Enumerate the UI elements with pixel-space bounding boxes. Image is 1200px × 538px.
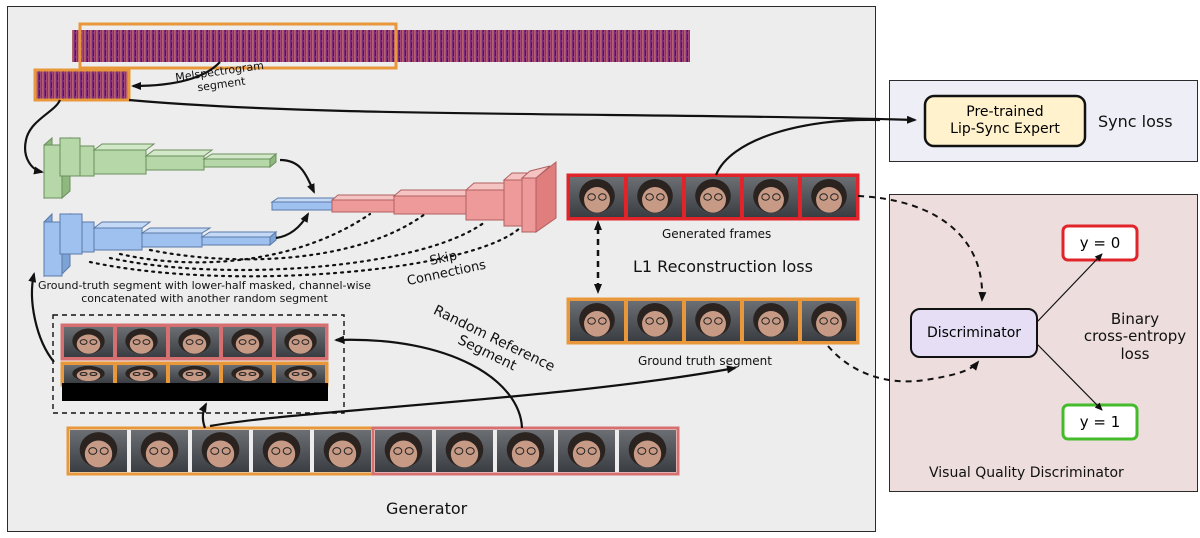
input-stack-box: [52, 314, 345, 414]
face-frame: [626, 299, 684, 343]
input-caption: Ground-truth segment with lower-half mas…: [38, 279, 372, 305]
face-frame: [192, 430, 249, 472]
masked-frames-strip: [60, 361, 329, 387]
audio-encoder: [43, 136, 278, 200]
face-frame: [436, 430, 493, 472]
face-frame: [742, 299, 800, 343]
face-frame: [568, 299, 626, 343]
face-frame: [375, 430, 432, 472]
face-frame: [558, 430, 615, 472]
sync-loss-label: Sync loss: [1098, 112, 1173, 131]
face-frame: [274, 363, 327, 385]
discriminator-box: [910, 308, 1038, 358]
face-frame: [221, 363, 274, 385]
generated-frames-strip: [566, 173, 860, 221]
generator-title: Generator: [386, 499, 468, 518]
face-frame: [684, 175, 742, 219]
face-frame: [221, 325, 274, 359]
face-decoder: [270, 160, 557, 233]
skip-connections: [88, 212, 522, 278]
y1-label: y = 1: [1079, 413, 1121, 431]
face-frame: [115, 363, 168, 385]
ground-truth-label: Ground truth segment: [638, 354, 772, 368]
lip-sync-expert-box: [923, 94, 1087, 148]
face-frame: [568, 175, 626, 219]
face-frame: [497, 430, 554, 472]
identity-encoder: [43, 212, 278, 278]
input-frames-orange: [66, 426, 375, 476]
face-frame: [131, 430, 188, 472]
discriminator-panel-title: Visual Quality Discriminator: [929, 465, 1124, 481]
face-frame: [168, 363, 221, 385]
reference-frames-strip: [60, 323, 329, 361]
face-frame: [115, 325, 168, 359]
face-frame: [684, 299, 742, 343]
face-frame: [168, 325, 221, 359]
face-frame: [253, 430, 310, 472]
discriminator-label: Discriminator: [926, 325, 1022, 341]
face-frame: [274, 325, 327, 359]
l1-loss-label: L1 Reconstruction loss: [633, 257, 813, 276]
melspectrogram-full: [72, 22, 690, 70]
face-frame: [800, 175, 858, 219]
face-frame: [800, 299, 858, 343]
dashed-arrows: [594, 195, 987, 383]
face-frame: [619, 430, 676, 472]
mask-bar: [62, 383, 328, 401]
lip-sync-expert-label: Pre-trained Lip-Sync Expert: [950, 104, 1060, 137]
face-frame: [70, 430, 127, 472]
face-frame: [62, 363, 115, 385]
ground-truth-strip: [566, 297, 860, 345]
face-frame: [314, 430, 371, 472]
generated-frames-label: Generated frames: [662, 227, 772, 241]
melspectrogram-segment: [33, 68, 131, 102]
input-frames-pink: [371, 426, 680, 476]
face-frame: [626, 175, 684, 219]
arrows: [24, 61, 1103, 429]
bce-loss-label: Binary cross-entropy loss: [1083, 310, 1187, 363]
face-frame: [62, 325, 115, 359]
face-frame: [742, 175, 800, 219]
y0-label: y = 0: [1079, 234, 1121, 252]
